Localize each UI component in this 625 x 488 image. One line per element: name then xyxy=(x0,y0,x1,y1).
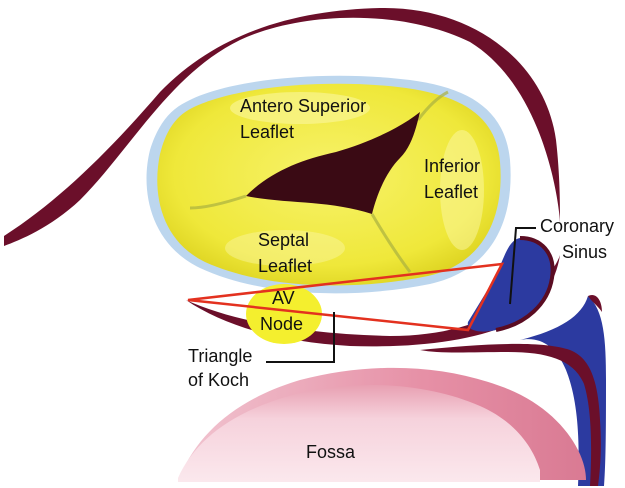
av-node-label-line2: Node xyxy=(260,314,303,334)
valve-orifice xyxy=(246,112,420,214)
av-node-label-line1: AV xyxy=(272,288,295,308)
septal-label-line1: Septal xyxy=(258,230,309,250)
coronary-sinus-rim xyxy=(495,236,555,332)
leaflet-highlight-septal xyxy=(225,230,345,266)
triangle-of-koch-leader xyxy=(266,312,335,363)
commissure-seam-lower xyxy=(370,213,412,273)
triangle-of-koch xyxy=(187,262,505,332)
inferior-label-line1: Inferior xyxy=(424,156,480,176)
commissure-seam-left xyxy=(189,194,247,210)
coronary-sinus-leader xyxy=(509,227,536,305)
leaflet-highlight-inferior xyxy=(440,130,484,250)
triangle-of-koch-label-line1: Triangle xyxy=(188,346,252,366)
leaflet-highlight-superior xyxy=(230,92,370,124)
coronary-sinus-label-line2: Sinus xyxy=(562,242,607,262)
inferior-label-line2: Leaflet xyxy=(424,182,478,202)
septal-label-line2: Leaflet xyxy=(258,256,312,276)
coronary-sinus xyxy=(467,238,553,332)
antero-superior-label-line1: Antero Superior xyxy=(240,96,366,116)
fossa-ovalis-rim xyxy=(180,367,586,480)
coronary-sinus-label-line1: Coronary xyxy=(540,216,614,236)
commissure-seam-upper xyxy=(416,90,449,121)
antero-superior-label-line2: Leaflet xyxy=(240,122,294,142)
av-node xyxy=(246,284,322,344)
triangle-of-koch-label-line2: of Koch xyxy=(188,370,249,390)
fossa-label: Fossa xyxy=(306,442,356,462)
inferior-vena-cava xyxy=(520,296,606,486)
fossa-ovalis xyxy=(178,384,540,482)
